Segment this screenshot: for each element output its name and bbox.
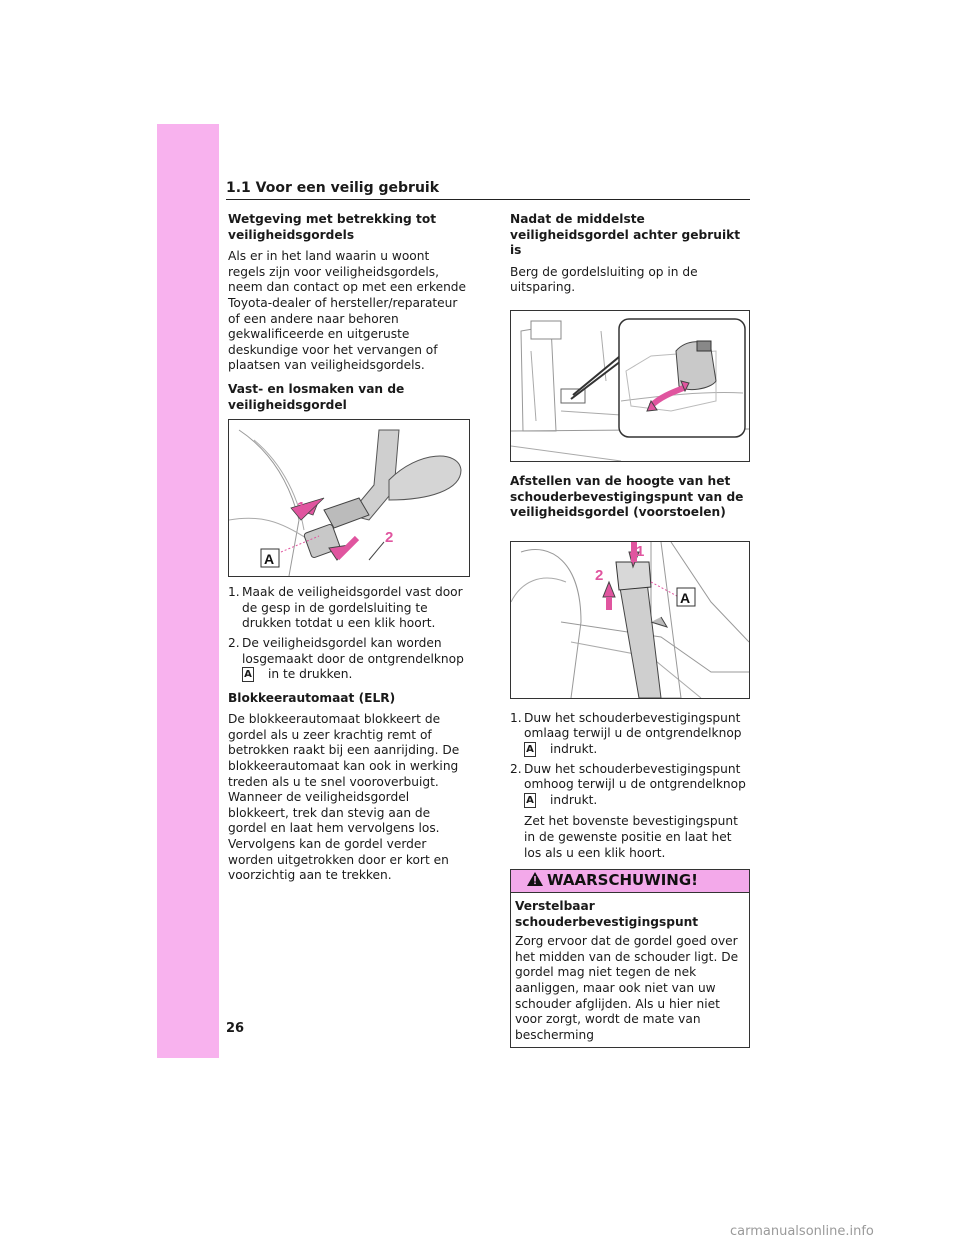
paragraph-seatbelt-law: Als er in het land waarin u woont regels… (228, 249, 467, 373)
shoulder-anchor-illustration: 1 2 A (511, 541, 749, 698)
list-item: 1. Maak de veiligheidsgordel vast door d… (228, 585, 463, 631)
section-divider (226, 199, 750, 200)
warning-icon (527, 872, 543, 890)
page-sidebar-tab (157, 124, 219, 1058)
fasten-steps: 1. Maak de veiligheidsgordel vast door d… (228, 585, 470, 683)
figure-label-a: A (680, 590, 690, 606)
left-column: Wetgeving met betrekking tot veiligheids… (228, 212, 470, 892)
heading-shoulder-anchor: Afstellen van de hoogte van het schouder… (510, 473, 744, 520)
figure-label-1: 1 (636, 543, 644, 560)
list-item: 2. De veiligheidsgordel kan worden losge… (228, 635, 464, 683)
warning-text: Zorg ervoor dat de gordel goed over het … (515, 934, 739, 1042)
warning-subtitle: Verstelbaar schouderbevestigingspunt (515, 899, 699, 929)
list-item: 1. Duw het schouderbevestigingspunt omla… (510, 710, 742, 757)
heading-center-belt: Nadat de middelste veiligheidsgordel ach… (510, 212, 741, 258)
figure-label-2: 2 (595, 567, 603, 584)
figure-label-2: 2 (385, 529, 393, 546)
figure-center-buckle (510, 309, 750, 462)
heading-fasten-unfasten: Vast- en losmaken van de veiligheidsgord… (228, 381, 405, 412)
heading-elr: Blokkeerautomaat (ELR) (228, 690, 396, 705)
paragraph-center-belt: Berg de gordelsluiting op in de uitspari… (510, 264, 698, 295)
figure-shoulder-anchor: 1 2 A (510, 540, 750, 699)
center-buckle-illustration (511, 318, 749, 461)
warning-title: WAARSCHUWING! (547, 871, 699, 890)
figure-buckle: 1 2 A (228, 419, 470, 578)
figure-label-1: 1 (297, 499, 305, 516)
release-button-marker: A (242, 667, 254, 683)
shoulder-anchor-steps: 1. Duw het schouderbevestigingspunt omla… (510, 711, 750, 861)
warning-box: WAARSCHUWING! Verstelbaar schouderbevest… (510, 869, 750, 1049)
watermark: carmanualsonline.info (730, 1224, 874, 1239)
buckle-illustration: 1 2 A (229, 429, 462, 577)
page-number: 26 (226, 1021, 245, 1036)
release-button-marker: A (524, 792, 536, 808)
list-item: 2. Duw het schouderbevestigingspunt omho… (510, 761, 746, 860)
section-title: 1.1 Voor een veilig gebruik (226, 180, 440, 196)
release-button-marker: A (524, 741, 536, 757)
right-column: Nadat de middelste veiligheidsgordel ach… (510, 212, 750, 1049)
heading-seatbelt-law: Wetgeving met betrekking tot veiligheids… (228, 212, 437, 242)
warning-header: WAARSCHUWING! (511, 870, 749, 894)
figure-label-a: A (264, 551, 274, 567)
paragraph-elr: De blokkeerautomaat blokkeert de gordel … (228, 712, 460, 883)
